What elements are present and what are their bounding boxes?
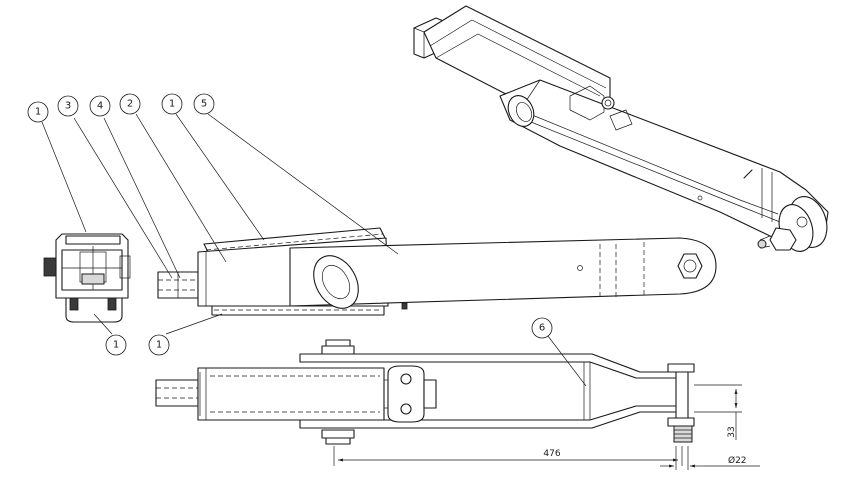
dimension-height-text: 33	[727, 426, 737, 437]
balloon-1-c-label: 1	[113, 340, 119, 351]
side-view	[157, 227, 717, 316]
balloon-1-a-label: 1	[35, 107, 41, 118]
balloon-2-label: 2	[127, 99, 133, 110]
dimension-lines	[333, 384, 760, 470]
balloon-1-b: 1	[161, 93, 183, 115]
balloon-2: 2	[119, 93, 141, 115]
dimension-diameter-text: Ø22	[728, 455, 747, 466]
balloon-1-c: 1	[105, 334, 127, 356]
balloon-3-label: 3	[65, 101, 71, 112]
balloon-6-label: 6	[539, 323, 545, 334]
dimension-length-text: 476	[543, 449, 560, 459]
balloon-1-a: 1	[27, 101, 49, 123]
balloon-1-d: 1	[148, 334, 170, 356]
top-view	[155, 339, 695, 445]
balloon-1-d-label: 1	[156, 340, 162, 351]
leader-lines	[41, 113, 587, 387]
isometric-view	[413, 5, 829, 252]
balloon-4-label: 4	[97, 101, 103, 112]
end-view	[43, 233, 131, 323]
balloon-5: 5	[193, 93, 215, 115]
balloon-3: 3	[57, 95, 79, 117]
balloon-5-label: 5	[201, 99, 207, 110]
balloon-4: 4	[89, 95, 111, 117]
balloon-6: 6	[531, 317, 553, 339]
balloon-1-b-label: 1	[169, 99, 175, 110]
